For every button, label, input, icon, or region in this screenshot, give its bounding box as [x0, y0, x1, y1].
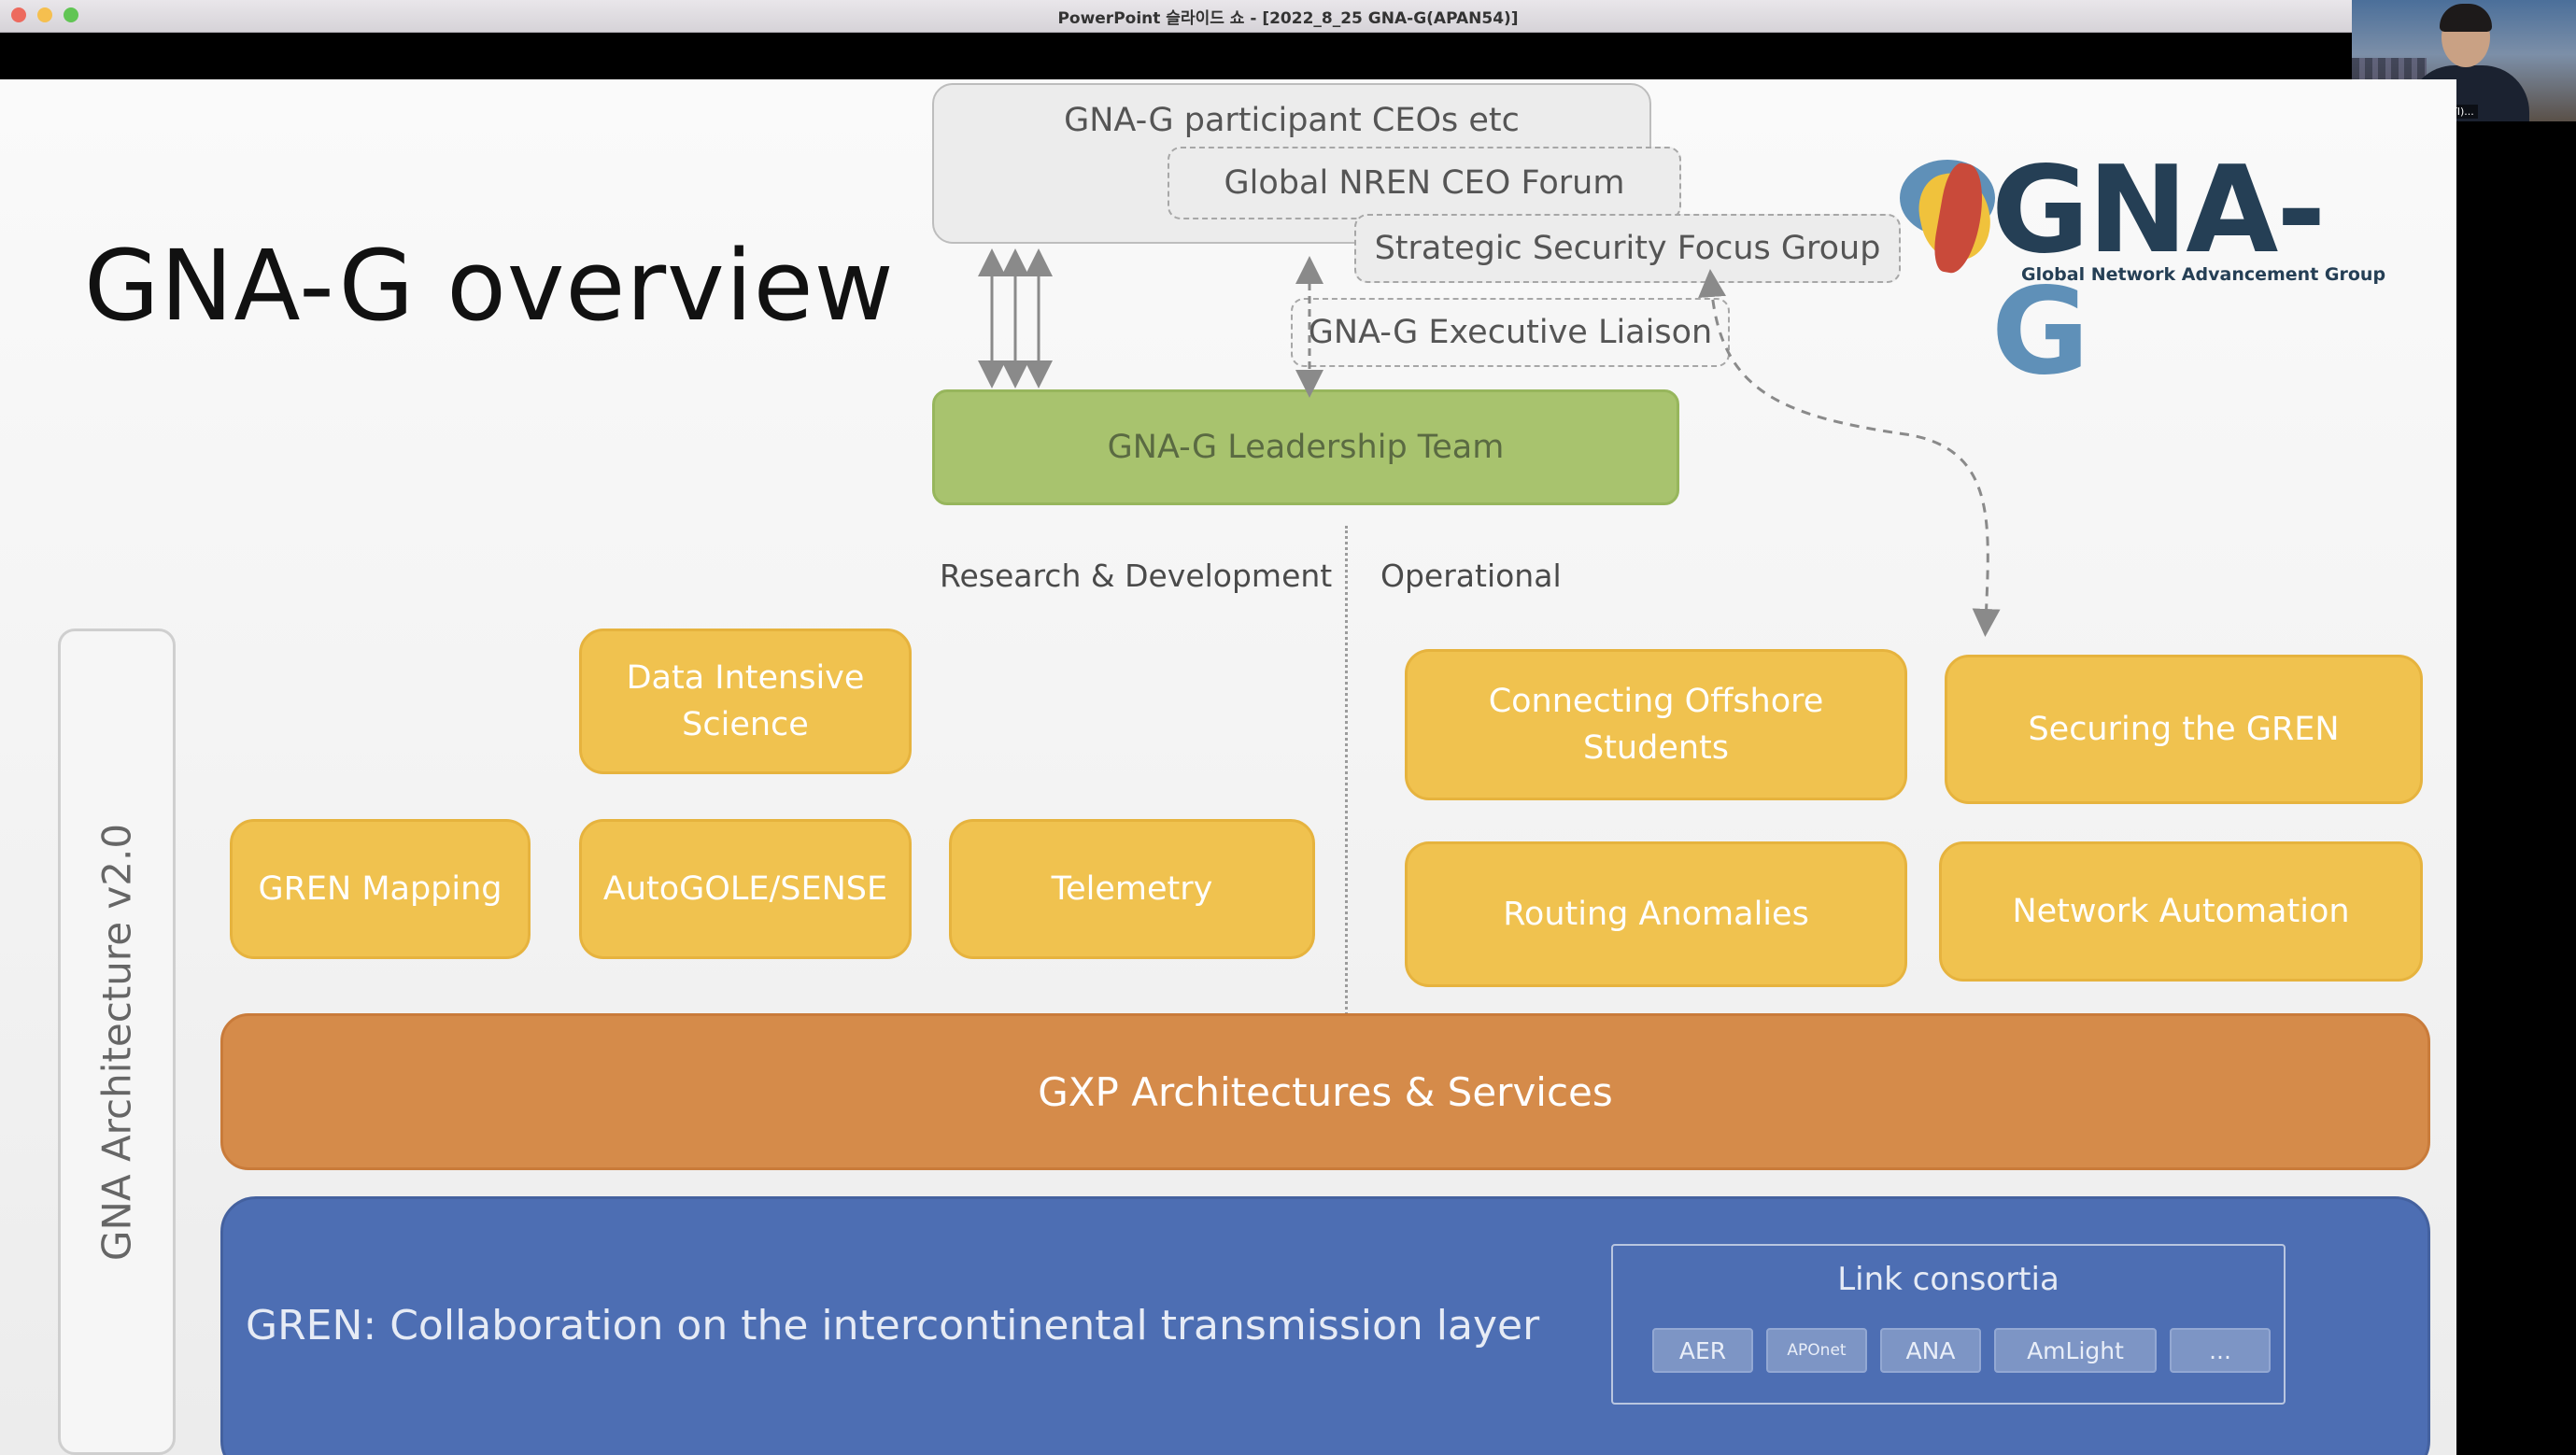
research-development-label: Research & Development [940, 558, 1333, 594]
gren-layer-label: GREN: Collaboration on the intercontinen… [246, 1302, 1540, 1349]
minimize-window-button[interactable] [37, 7, 52, 22]
wg-telemetry: Telemetry [949, 819, 1315, 959]
logo-wordmark-main: GNA- [1991, 141, 2326, 280]
gxp-layer: GXP Architectures & Services [220, 1013, 2430, 1170]
presentation-slide[interactable]: GNA-G overview GNA-G Global Network Adva… [0, 79, 2456, 1455]
security-focus-group-label: Strategic Security Focus Group [1374, 230, 1881, 267]
security-to-securing-arrow [1698, 269, 2001, 637]
zoom-window-button[interactable] [64, 7, 78, 22]
wg-autogole-sense-label: AutoGOLE/SENSE [602, 870, 888, 908]
consortium-amlight: AmLight [1994, 1328, 2157, 1373]
link-consortia-title: Link consortia [1837, 1261, 2059, 1298]
architecture-version-label: GNA Architecture v2.0 [93, 823, 140, 1261]
participant-hair [2440, 4, 2492, 32]
leadership-team-label: GNA-G Leadership Team [1107, 429, 1505, 466]
consortium-aponet: APOnet [1766, 1328, 1867, 1373]
window-titlebar: PowerPoint 슬라이드 쇼 - [2022_8_25 GNA-G(APA… [0, 0, 2576, 33]
wg-routing-anomalies: Routing Anomalies [1405, 841, 1907, 987]
gna-g-logo: GNA-G Global Network Advancement Group [1894, 148, 2399, 393]
wg-network-automation: Network Automation [1939, 841, 2423, 982]
wg-connecting-offshore-students-label: Connecting Offshore Students [1488, 683, 1824, 767]
wg-data-intensive-science: Data Intensive Science [579, 629, 912, 774]
consortium-aer: AER [1652, 1328, 1753, 1373]
wg-autogole-sense: AutoGOLE/SENSE [579, 819, 912, 959]
wg-data-intensive-science-label: Data Intensive Science [626, 659, 865, 743]
executive-liaison-box: GNA-G Executive Liaison [1291, 298, 1730, 367]
window-title: PowerPoint 슬라이드 쇼 - [2022_8_25 GNA-G(APA… [1057, 9, 1519, 28]
nren-ceo-forum-box: Global NREN CEO Forum [1168, 147, 1681, 219]
consortium-ana: ANA [1880, 1328, 1981, 1373]
wg-connecting-offshore-students: Connecting Offshore Students [1405, 649, 1907, 800]
gxp-layer-label: GXP Architectures & Services [1038, 1068, 1613, 1115]
wg-gren-mapping: GREN Mapping [230, 819, 531, 959]
wg-securing-the-gren: Securing the GREN [1945, 655, 2423, 804]
slideshow-letterbox-right [2456, 121, 2576, 1455]
operational-label: Operational [1380, 558, 1562, 594]
wg-telemetry-label: Telemetry [1051, 870, 1213, 908]
close-window-button[interactable] [11, 7, 26, 22]
wg-routing-anomalies-label: Routing Anomalies [1503, 896, 1809, 933]
leadership-team-box: GNA-G Leadership Team [932, 389, 1679, 505]
gren-layer: GREN: Collaboration on the intercontinen… [220, 1196, 2430, 1455]
section-divider [1345, 526, 1348, 1038]
slide-title: GNA-G overview [84, 229, 895, 343]
security-focus-group-box: Strategic Security Focus Group [1354, 214, 1901, 283]
architecture-version-box: GNA Architecture v2.0 [58, 629, 176, 1455]
slideshow-letterbox-top [0, 33, 2456, 79]
logo-subtitle: Global Network Advancement Group [2021, 264, 2386, 285]
executive-liaison-label: GNA-G Executive Liaison [1308, 314, 1713, 351]
nren-ceo-forum-label: Global NREN CEO Forum [1224, 164, 1625, 202]
logo-wordmark-g: G [1991, 262, 2089, 402]
participant-ceos-label: GNA-G participant CEOs etc [1064, 102, 1520, 139]
wg-securing-the-gren-label: Securing the GREN [2028, 711, 2340, 748]
consortium-more: ... [2170, 1328, 2271, 1373]
wg-network-automation-label: Network Automation [2012, 893, 2350, 930]
wg-gren-mapping-label: GREN Mapping [258, 870, 502, 908]
logo-wordmark: GNA-G [1991, 150, 2399, 393]
link-consortia-box: Link consortia AER APOnet ANA AmLight ..… [1611, 1244, 2286, 1405]
